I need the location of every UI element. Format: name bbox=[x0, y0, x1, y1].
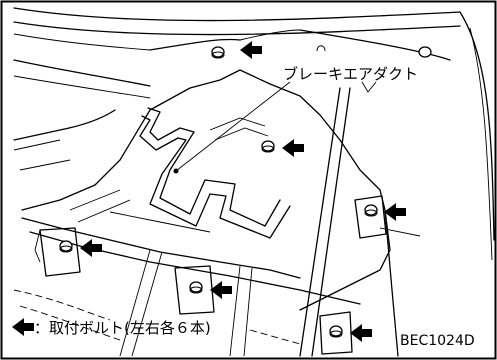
bolt-arrow-icon-6 bbox=[350, 324, 372, 342]
bolt-2 bbox=[261, 140, 275, 153]
figure-code: BEC1024D bbox=[400, 333, 475, 349]
bolt-5 bbox=[189, 281, 203, 294]
legend-text: ：取付ボルト(左右各６本) bbox=[34, 319, 211, 337]
bolt-6 bbox=[329, 325, 343, 338]
duct-label: ブレーキエアダクト bbox=[283, 65, 418, 83]
air-duct-panel bbox=[21, 69, 391, 311]
underbody-outline bbox=[13, 7, 495, 261]
hook-mark bbox=[316, 45, 326, 52]
bolt-plain-1 bbox=[418, 46, 432, 58]
bolt-arrow-icon-1 bbox=[240, 41, 262, 59]
bolt-arrow-icon-5 bbox=[210, 281, 232, 299]
bolt-arrow-icon-3 bbox=[384, 203, 406, 221]
bolt-arrow-icon-4 bbox=[80, 239, 102, 257]
mounting-bracket-right bbox=[354, 195, 387, 239]
duct-leader-dot bbox=[173, 168, 179, 174]
bolt-3 bbox=[364, 204, 378, 217]
lower-structure bbox=[13, 87, 421, 357]
bolt-arrow-icon-2 bbox=[282, 139, 304, 157]
mounting-bracket-bottom bbox=[319, 311, 353, 355]
duct-leader-line bbox=[175, 81, 291, 172]
legend-arrow-icon bbox=[12, 318, 34, 336]
bolt-1 bbox=[211, 46, 225, 59]
mounting-bracket-left bbox=[34, 227, 81, 277]
duct-label-bracket bbox=[361, 81, 377, 93]
bolt-4 bbox=[59, 240, 73, 253]
mounting-bracket-center bbox=[174, 265, 215, 315]
